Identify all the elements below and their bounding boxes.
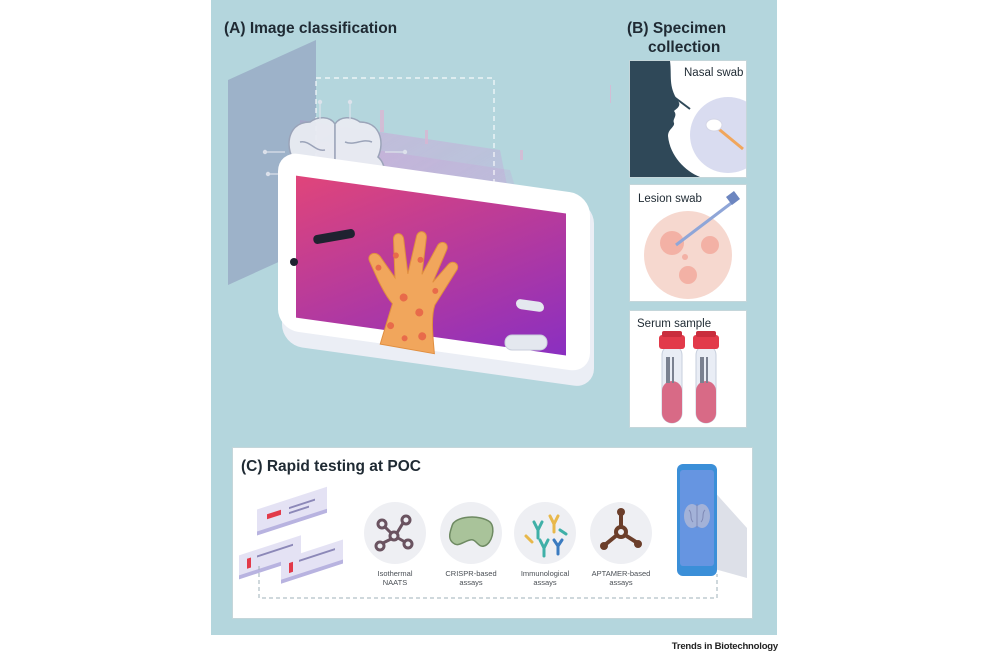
- lesion-swab-illustration: [644, 190, 741, 299]
- panel-c-title: (C) Rapid testing at POC: [241, 458, 421, 475]
- antibody-icon: [524, 514, 568, 558]
- home-button: [504, 334, 548, 351]
- lesion-swab-label: Lesion swab: [638, 193, 702, 205]
- dna-chain-icon: [374, 514, 414, 552]
- image-classification-illustration: [228, 40, 611, 386]
- serum-sample-card: Serum sample: [629, 310, 747, 428]
- panel-b-title-line1: (B) Specimen: [627, 20, 727, 37]
- crispr-enzyme-icon: [448, 516, 494, 547]
- serum-tubes-illustration: [659, 331, 719, 424]
- phone-ai-illustration: [677, 464, 747, 578]
- nasal-swab-illustration: [630, 61, 746, 177]
- lesion-swab-card: Lesion swab: [629, 184, 747, 302]
- nasal-swab-label: Nasal swab: [684, 67, 744, 79]
- panel-b-title-line2: collection: [648, 39, 721, 56]
- panel-c-card: (C) Rapid testing at POC: [232, 447, 753, 619]
- serum-sample-label: Serum sample: [637, 318, 712, 330]
- data-bars: [380, 85, 611, 160]
- front-camera: [290, 258, 298, 266]
- aptamer-icon: [600, 508, 642, 550]
- earpiece: [313, 229, 355, 244]
- hand-icon: [368, 231, 459, 355]
- test-strips-illustration: [239, 486, 343, 584]
- nasal-swab-card: Nasal swab: [629, 60, 747, 178]
- dashed-connector: [258, 566, 718, 599]
- credit-text: Trends in Biotechnology: [671, 641, 778, 652]
- panel-a-title: (A) Image classification: [224, 20, 398, 37]
